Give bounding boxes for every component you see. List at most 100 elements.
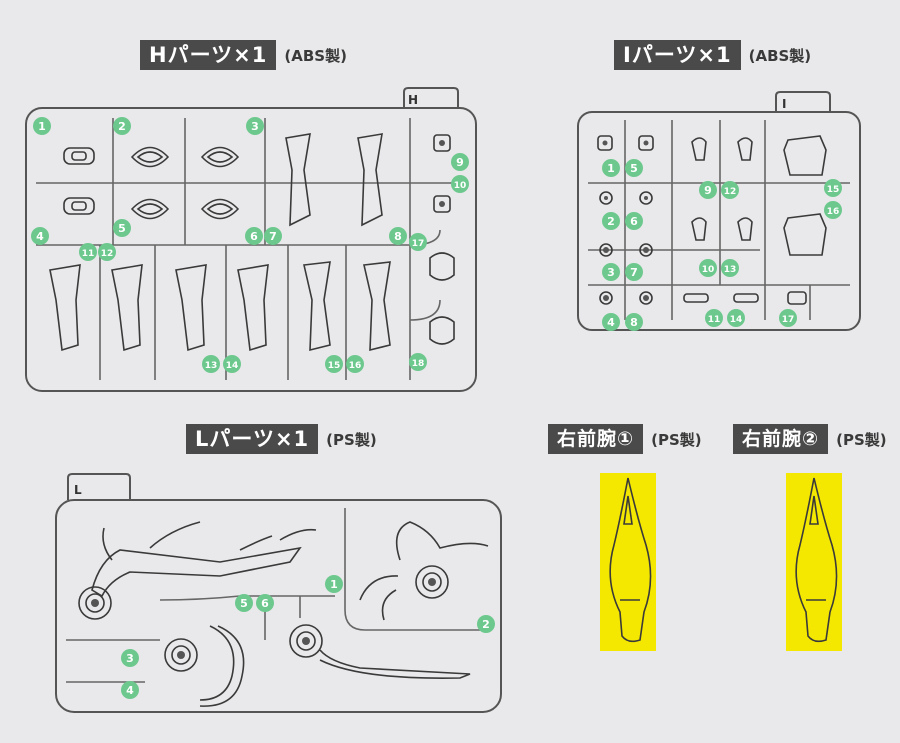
i-runner-frame — [577, 111, 861, 331]
i-frame-label: I — [782, 97, 786, 111]
h-badge-5: 5 — [113, 219, 131, 237]
h-badge-9: 9 — [451, 153, 469, 171]
svg-text:12: 12 — [724, 187, 737, 197]
h-badge-13: 13 — [202, 355, 220, 373]
forearm2-background — [786, 473, 842, 651]
svg-text:10: 10 — [454, 181, 467, 191]
svg-text:17: 17 — [782, 315, 795, 325]
h-badge-2: 2 — [113, 117, 131, 135]
svg-text:6: 6 — [250, 230, 258, 243]
svg-text:11: 11 — [82, 249, 95, 259]
h-runner-frame — [25, 107, 477, 392]
i-badge-5: 5 — [625, 159, 643, 177]
l-frame-label: L — [74, 483, 82, 497]
h-runner: H — [25, 87, 477, 392]
l-number-badges: 1 2 3 4 5 6 — [121, 575, 495, 699]
svg-text:3: 3 — [126, 652, 134, 665]
svg-text:7: 7 — [269, 230, 277, 243]
h-goggle-parts — [130, 146, 240, 220]
h-badge-17: 17 — [409, 233, 427, 251]
svg-text:4: 4 — [607, 316, 615, 329]
svg-text:14: 14 — [226, 361, 239, 371]
l-parts-title: Lパーツ×1 — [186, 424, 319, 454]
forearm2-outline — [795, 477, 838, 643]
h-parts-title: Hパーツ×1 — [140, 40, 277, 70]
forearm1-background — [600, 473, 656, 651]
l-parts-label: Lパーツ×1 (PS製) — [186, 424, 377, 454]
i-joint-parts — [691, 137, 753, 241]
svg-text:15: 15 — [328, 361, 341, 371]
svg-text:15: 15 — [827, 185, 840, 195]
forearm1-material: (PS製) — [651, 430, 702, 449]
i-badge-6: 6 — [625, 212, 643, 230]
h-badge-3: 3 — [246, 117, 264, 135]
l-disc-parts — [78, 565, 449, 672]
svg-text:12: 12 — [101, 249, 114, 259]
svg-text:16: 16 — [349, 361, 362, 371]
l-horn-parts — [199, 521, 489, 707]
forearm1-outline — [609, 477, 652, 643]
svg-text:5: 5 — [240, 597, 248, 610]
svg-text:4: 4 — [36, 230, 44, 243]
svg-text:18: 18 — [412, 359, 425, 369]
l-runner: L — [55, 473, 502, 713]
h-parts-material: (ABS製) — [284, 46, 347, 65]
h-number-badges: 1 2 3 4 5 6 7 8 9 10 11 12 13 14 15 16 1… — [31, 117, 469, 373]
svg-text:16: 16 — [827, 207, 840, 217]
i-badge-9: 9 — [699, 181, 717, 199]
svg-text:4: 4 — [126, 684, 134, 697]
h-badge-1: 1 — [33, 117, 51, 135]
svg-text:5: 5 — [118, 222, 126, 235]
forearm2-label: 右前腕② (PS製) — [733, 424, 887, 454]
svg-text:6: 6 — [630, 215, 638, 228]
i-badge-1: 1 — [602, 159, 620, 177]
h-badge-4: 4 — [31, 227, 49, 245]
h-badge-6: 6 — [245, 227, 263, 245]
forearm1-part — [600, 473, 656, 651]
i-peg-parts — [597, 135, 654, 305]
h-badge-18: 18 — [409, 353, 427, 371]
i-badge-4: 4 — [602, 313, 620, 331]
i-number-badges: 1 5 2 6 3 7 4 8 9 12 10 13 11 14 17 15 1… — [602, 159, 842, 331]
i-parts-material: (ABS製) — [748, 46, 812, 65]
svg-text:13: 13 — [205, 361, 218, 371]
forearm2-part — [786, 473, 842, 651]
i-runner-tab — [775, 91, 831, 112]
i-badge-7: 7 — [625, 263, 643, 281]
i-badge-13: 13 — [721, 259, 739, 277]
i-badge-15: 15 — [824, 179, 842, 197]
l-badge-3: 3 — [121, 649, 139, 667]
svg-text:1: 1 — [607, 162, 615, 175]
h-upper-plates — [285, 133, 383, 227]
svg-text:2: 2 — [482, 618, 490, 631]
i-parts-label: Iパーツ×1 (ABS製) — [614, 40, 811, 70]
l-badge-1: 1 — [325, 575, 343, 593]
svg-text:2: 2 — [118, 120, 126, 133]
forearm1-title: 右前腕① — [548, 424, 644, 454]
h-frame-label: H — [408, 93, 418, 107]
forearm2-material: (PS製) — [836, 430, 887, 449]
l-runner-tab — [67, 473, 131, 500]
i-badge-2: 2 — [602, 212, 620, 230]
l-badge-4: 4 — [121, 681, 139, 699]
svg-text:5: 5 — [630, 162, 638, 175]
i-shell-parts — [783, 135, 827, 256]
l-parts-material: (PS製) — [326, 430, 377, 449]
h-badge-15: 15 — [325, 355, 343, 373]
svg-text:3: 3 — [607, 266, 615, 279]
i-badge-14: 14 — [727, 309, 745, 327]
svg-text:2: 2 — [607, 215, 615, 228]
h-badge-12: 12 — [98, 243, 116, 261]
l-runner-frame — [55, 499, 502, 713]
svg-text:8: 8 — [394, 230, 402, 243]
h-right-parts — [429, 134, 455, 345]
forearm2-title: 右前腕② — [733, 424, 829, 454]
i-badge-11: 11 — [705, 309, 723, 327]
i-badge-10: 10 — [699, 259, 717, 277]
i-badge-8: 8 — [625, 313, 643, 331]
svg-text:9: 9 — [704, 184, 712, 197]
h-badge-7: 7 — [264, 227, 282, 245]
svg-text:7: 7 — [630, 266, 638, 279]
svg-text:6: 6 — [261, 597, 269, 610]
